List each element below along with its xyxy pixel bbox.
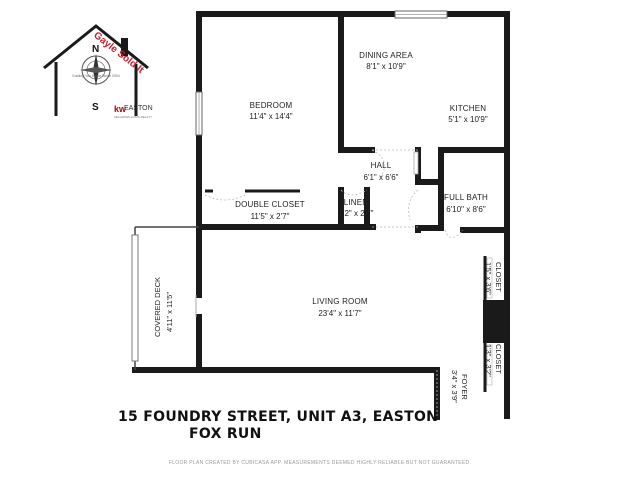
agency-subtitle: KELLERWILLIAMS REALTY — [114, 115, 153, 119]
room-bedroom-name: BEDROOM — [249, 101, 293, 110]
closet-1-name: CLOSET — [494, 262, 503, 293]
agency-name: EASTON — [124, 105, 153, 112]
room-bedroom-dim: 11'4" x 14'4" — [249, 112, 293, 121]
room-deck-name: COVERED DECK — [153, 276, 162, 337]
address-line-1: 15 FOUNDRY STREET, UNIT A3, EASTON — [118, 409, 439, 425]
brand-tagline: Guiding You Home Since 2004 — [72, 74, 120, 78]
closet-2-name: CLOSET — [494, 344, 503, 375]
room-deck-dim: 4'11" x 11'5" — [165, 291, 174, 332]
room-linen-dim: 2'2" x 2'7" — [338, 209, 374, 218]
room-linen-name: LINEN — [343, 198, 369, 207]
compass-north-label: N — [92, 44, 100, 55]
closet-1-dim: 1'5" x 3'6" — [484, 262, 493, 295]
room-living-dim: 23'4" x 11'7" — [318, 309, 362, 318]
foyer-dim: 3'4" x 3'9" — [450, 370, 459, 403]
footer-disclaimer: FLOOR PLAN CREATED BY CUBICASA APP. MEAS… — [168, 460, 472, 466]
room-closet-dim: 11'5" x 2'7" — [250, 212, 290, 221]
address-line-2: FOX RUN — [189, 426, 262, 442]
house-compass-icon — [43, 24, 149, 116]
compass-south-label: S — [92, 102, 99, 113]
room-kitchen-name: KITCHEN — [449, 104, 487, 113]
room-bath-name: FULL BATH — [443, 193, 489, 202]
foyer-name: FOYER — [460, 374, 469, 400]
room-kitchen-dim: 5'1" x 10'9" — [448, 115, 488, 124]
room-dining-name: DINING AREA — [359, 51, 413, 60]
room-hall-dim: 6'1" x 6'6" — [363, 173, 399, 182]
room-dining-dim: 8'1" x 10'9" — [366, 62, 406, 71]
agency-kw-mark: kw — [114, 104, 127, 114]
closet-2-dim: 1'3" x 3'2" — [484, 344, 493, 377]
room-living-name: LIVING ROOM — [312, 297, 368, 306]
room-closet-name: DOUBLE CLOSET — [235, 200, 305, 209]
brand-logo: Gayle Sold It N S Guiding You Home Since… — [38, 18, 158, 128]
room-hall-name: HALL — [370, 161, 392, 170]
room-bath-dim: 6'10" x 8'6" — [446, 205, 486, 214]
